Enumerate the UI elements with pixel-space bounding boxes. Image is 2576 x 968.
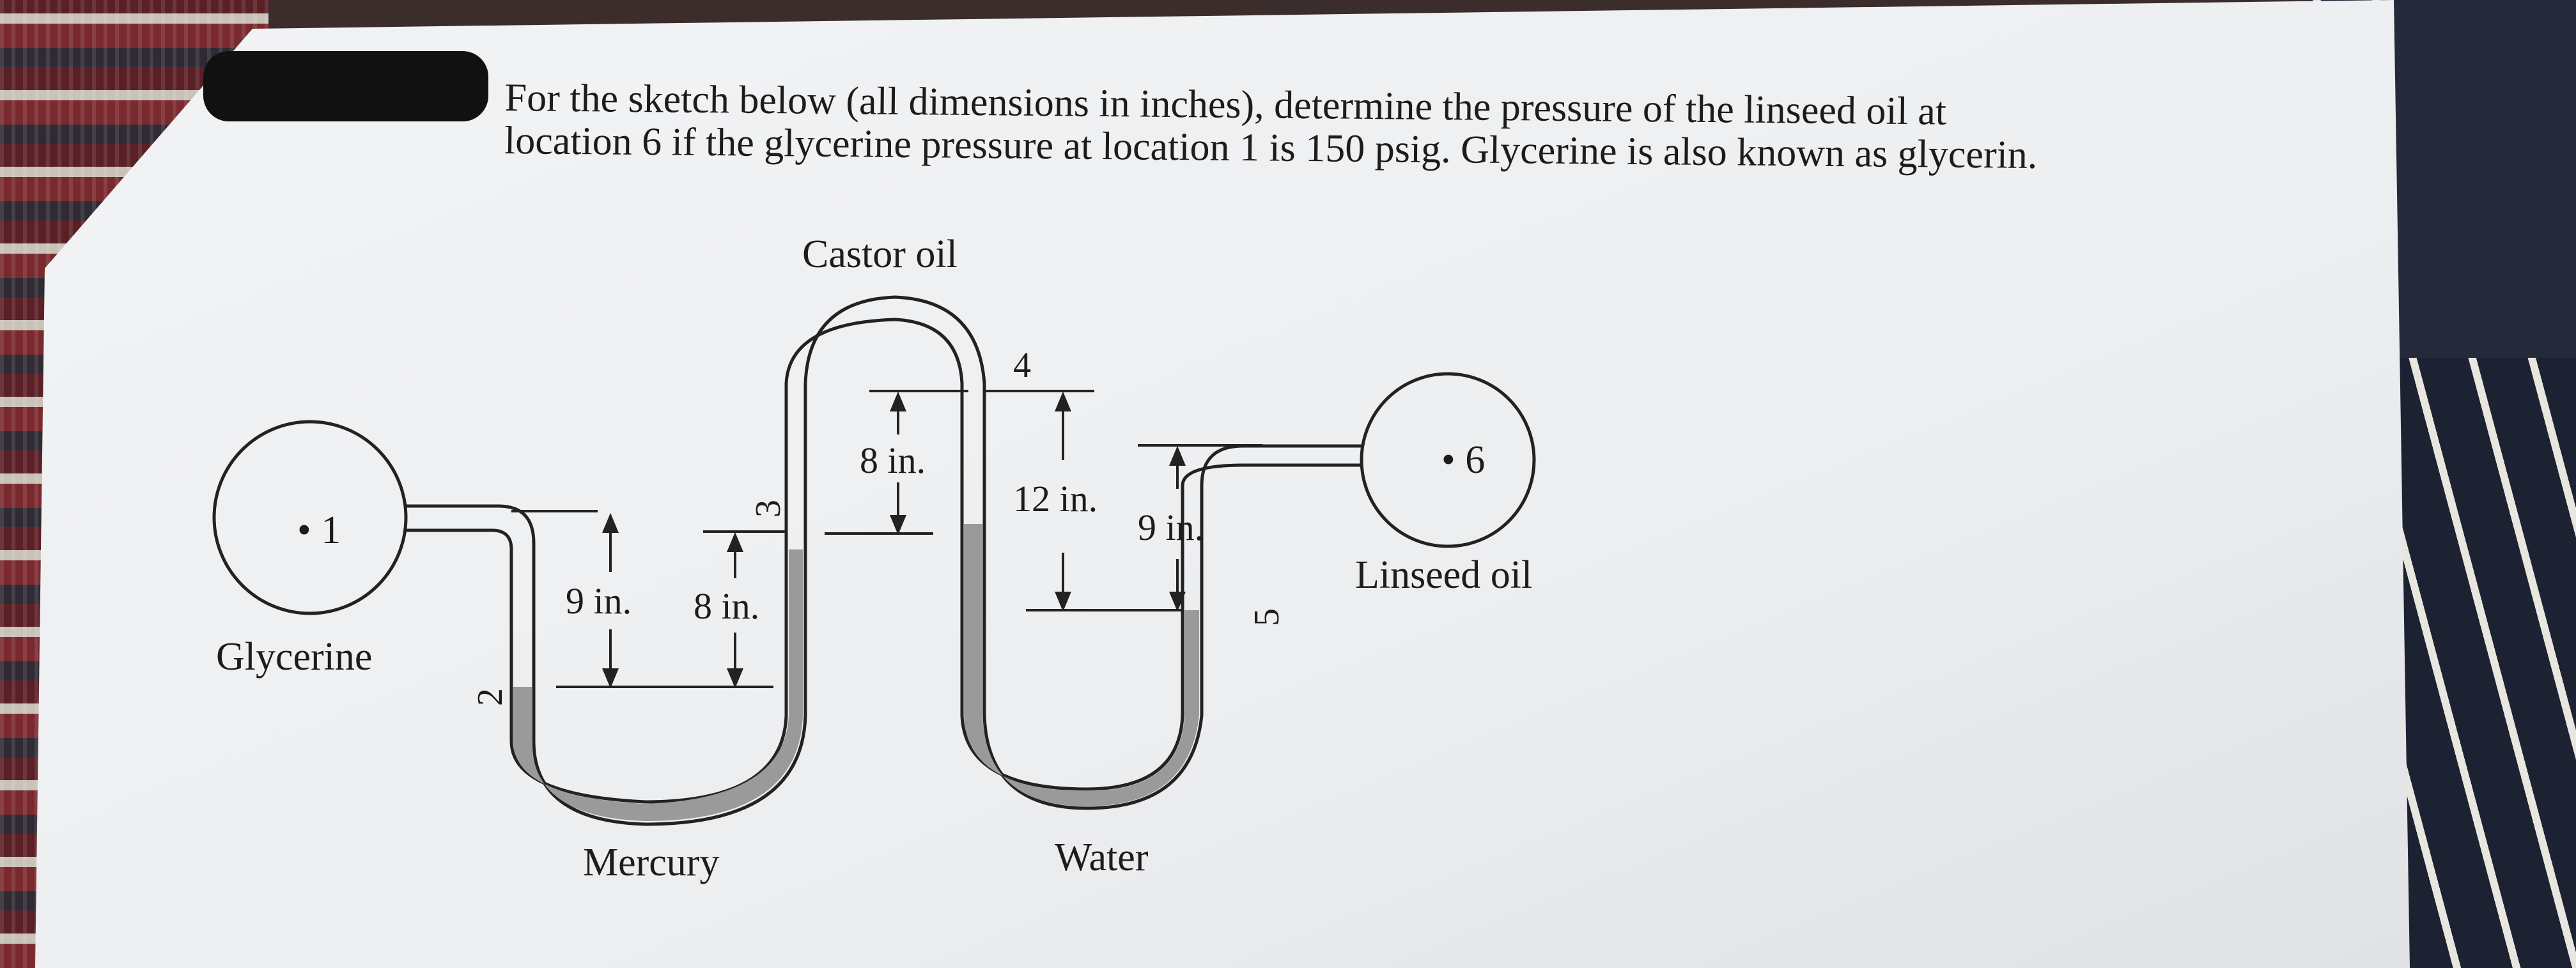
glycerine-label: Glycerine: [216, 635, 372, 679]
dimension-8in-top: [825, 390, 968, 535]
linseed-oil-tank: [1360, 372, 1536, 548]
dimension-12in-label: 12 in.: [1013, 478, 1098, 519]
dark-fabric-corner: [2384, 0, 2576, 358]
linseed-oil-label: Linseed oil: [1355, 553, 1532, 597]
glycerine-tank: [212, 420, 408, 615]
point-4-label: 4: [1013, 346, 1031, 385]
castor-oil-label: Castor oil: [802, 233, 958, 276]
point-3-label: 3: [749, 500, 788, 518]
mercury-label: Mercury: [583, 841, 719, 884]
redaction-mark: [203, 51, 488, 121]
dimension-8in-left: [703, 530, 786, 689]
dimension-9in-right: [1138, 444, 1262, 612]
dimension-8in-left-label: 8 in.: [694, 585, 759, 627]
point-2-label: 2: [470, 688, 510, 706]
point-1-label: • 1: [297, 509, 341, 552]
dimension-9in-right-label: 9 in.: [1138, 507, 1204, 548]
dimension-12in: [984, 390, 1183, 612]
mercury-u-tube: [404, 295, 1363, 826]
point-6-label: • 6: [1441, 438, 1485, 482]
dimension-8in-top-label: 8 in.: [860, 440, 926, 481]
dimension-9in-left: [511, 510, 773, 689]
point-5-label: 5: [1247, 608, 1287, 626]
water-label: Water: [1055, 836, 1149, 879]
dimension-9in-left-label: 9 in.: [566, 580, 632, 622]
